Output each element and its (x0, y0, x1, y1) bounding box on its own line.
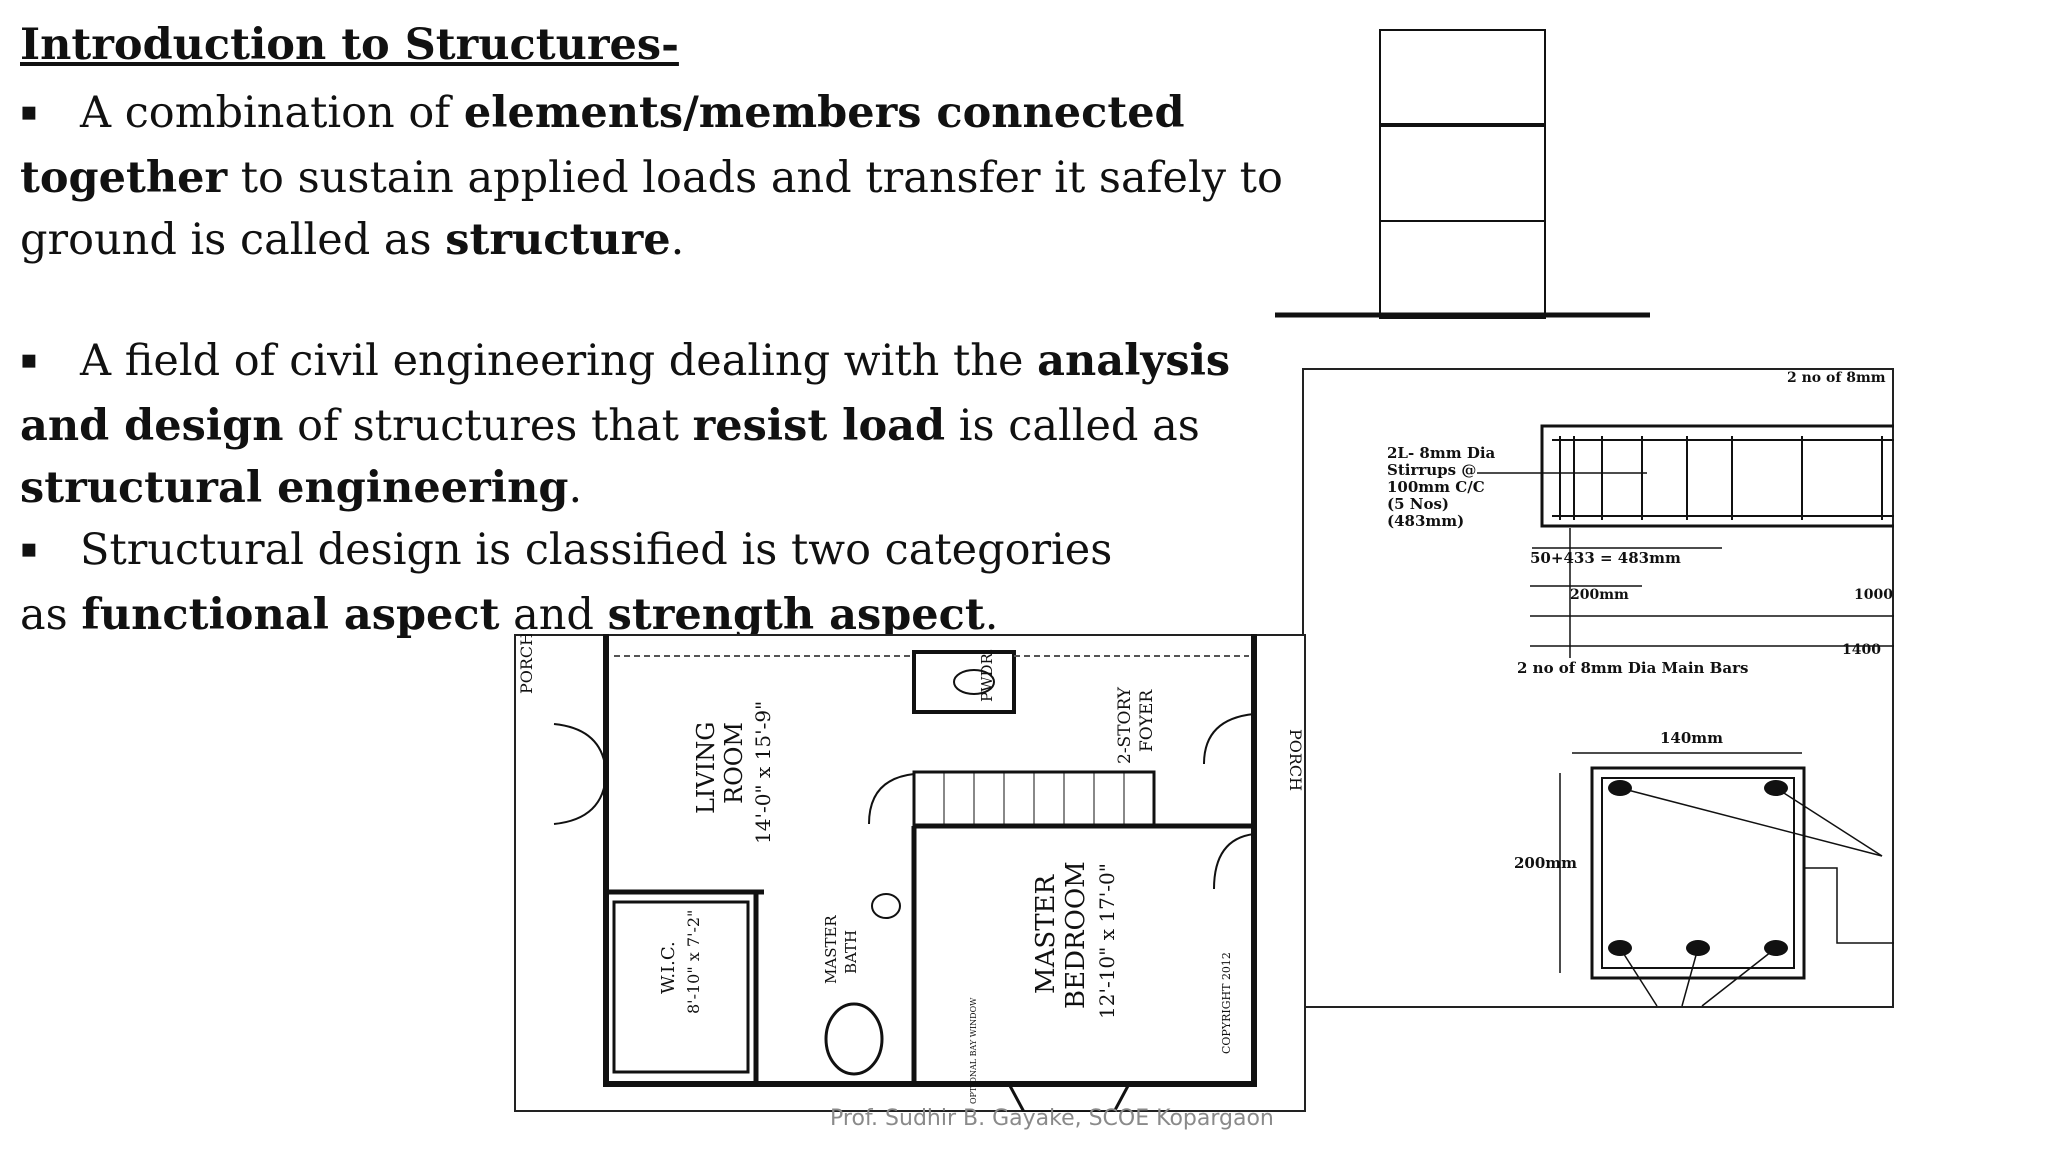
beam-reinforcement-drawing: 2 no of 8mm 2L- 8mm Dia Stirrups @ 100mm… (1302, 368, 1894, 1008)
main-bars-label: 2 no of 8mm Dia Main Bars (1517, 659, 1748, 677)
bullet-icon: ▪ (20, 97, 38, 127)
p1-text-d: structure (445, 215, 671, 265)
stirrup-note-2: Stirrups @ (1387, 461, 1476, 479)
foyer-label-2: FOYER (1137, 689, 1157, 752)
p1-text-a: A combination of (80, 88, 464, 138)
top-bars-note: 2 no of 8mm (1787, 370, 1886, 386)
outer-wall (603, 634, 1257, 1087)
master-bath-label: MASTER (822, 915, 840, 984)
dim-1000-label: 1000 (1854, 587, 1893, 603)
frame-sketch (1275, 29, 1650, 319)
master-bedroom-label: MASTER (1031, 873, 1061, 994)
p1-text-e: . (670, 215, 685, 265)
p2-text-b: analysis and design (20, 336, 1231, 451)
leader (1804, 867, 1894, 944)
leader (1619, 787, 1883, 857)
foyer-label: 2-STORY (1115, 686, 1135, 764)
stirrup-note-4: (5 Nos) (1387, 495, 1449, 513)
leader (1619, 947, 1658, 1007)
p3-text-d: and (499, 590, 608, 640)
stirrup-note-1: 2L- 8mm Dia (1387, 444, 1496, 462)
porch-label-right: PORCH (1286, 729, 1305, 791)
section-outline (1590, 766, 1806, 980)
leader (1775, 787, 1883, 857)
living-room-label-2: ROOM (720, 722, 748, 804)
p3-text-a: Structural design is classified is two c… (80, 525, 1113, 575)
living-room-label: LIVING (692, 722, 720, 814)
master-bedroom-label-2: BEDROOM (1061, 861, 1091, 1009)
floor-plan-drawing: PORCH PORCH LIVING ROOM 14'-0" x 15'-9" … (514, 634, 1306, 1112)
section-depth-label: 200mm (1514, 854, 1577, 872)
dim-200-label: 200mm (1570, 587, 1629, 603)
dim-1400-label: 1400 (1842, 642, 1881, 658)
porch-label-left: PORCH (517, 634, 536, 694)
wic-closet (612, 900, 750, 1074)
wic-label: W.I.C. (658, 941, 679, 994)
p3-text-b: as (20, 590, 82, 640)
p2-text-c: of structures that (283, 401, 693, 451)
p3-text-f: . (984, 590, 999, 640)
leader (1701, 947, 1777, 1007)
p2-text-f: structural engineering (20, 463, 569, 513)
slide-footer: Prof. Sudhir B. Gayake, SCOE Kopargaon (830, 1106, 1274, 1131)
dim-483-label: 50+433 = 483mm (1530, 549, 1681, 567)
p2-text-a: A field of civil engineering dealing wit… (80, 336, 1038, 386)
stirrup-note-5: (483mm) (1387, 512, 1464, 530)
sink (871, 893, 901, 919)
wic-dims: 8'-10" x 7'-2" (684, 910, 703, 1014)
section-width-label: 140mm (1660, 729, 1723, 747)
optional-window-note: OPTIONAL BAY WINDOW (969, 997, 978, 1104)
master-bath-label-2: BATH (842, 930, 860, 974)
slide-title: Introduction to Structures- (20, 20, 679, 70)
p1-text-b: elements/members connected together (20, 88, 1185, 203)
p3-text-e: strength aspect (607, 590, 985, 640)
door-swing (553, 773, 607, 825)
bullet-icon: ▪ (20, 534, 38, 564)
powder-room-label: PWDR. (978, 648, 996, 702)
master-bedroom-dims: 12'-10" x 17'-0" (1095, 863, 1119, 1019)
bathtub (824, 1002, 884, 1076)
p2-text-d: resist load (692, 401, 946, 451)
p2-text-e: is called as (945, 401, 1200, 451)
door-swing (1213, 833, 1255, 890)
drawing-border (514, 634, 1306, 1112)
copyright-note: COPYRIGHT 2012 (1220, 952, 1233, 1054)
p2-text-g: . (568, 463, 583, 513)
powder-room (912, 650, 1016, 714)
bullet-icon: ▪ (20, 345, 38, 375)
paragraph-structural-engineering: ▪ A field of civil engineering dealing wi… (20, 330, 1320, 646)
p3-text-c: functional aspect (81, 590, 500, 640)
beam-elevation (1540, 424, 1894, 528)
p1-text-c: to sustain applied loads and transfer it… (20, 153, 1283, 265)
living-room-dims: 14'-0" x 15'-9" (751, 701, 775, 844)
leader (1681, 947, 1699, 1007)
toilet (953, 669, 995, 695)
stirrup-note-3: 100mm C/C (1387, 478, 1485, 496)
paragraph-structure-definition: ▪ A combination of elements/members conne… (20, 82, 1320, 271)
door-swing (868, 773, 915, 825)
bay-window (1007, 1083, 1131, 1112)
section-stirrup (1601, 777, 1795, 969)
door-swing (553, 723, 607, 775)
door-swing (1203, 713, 1255, 765)
frame-outline (1379, 29, 1546, 319)
